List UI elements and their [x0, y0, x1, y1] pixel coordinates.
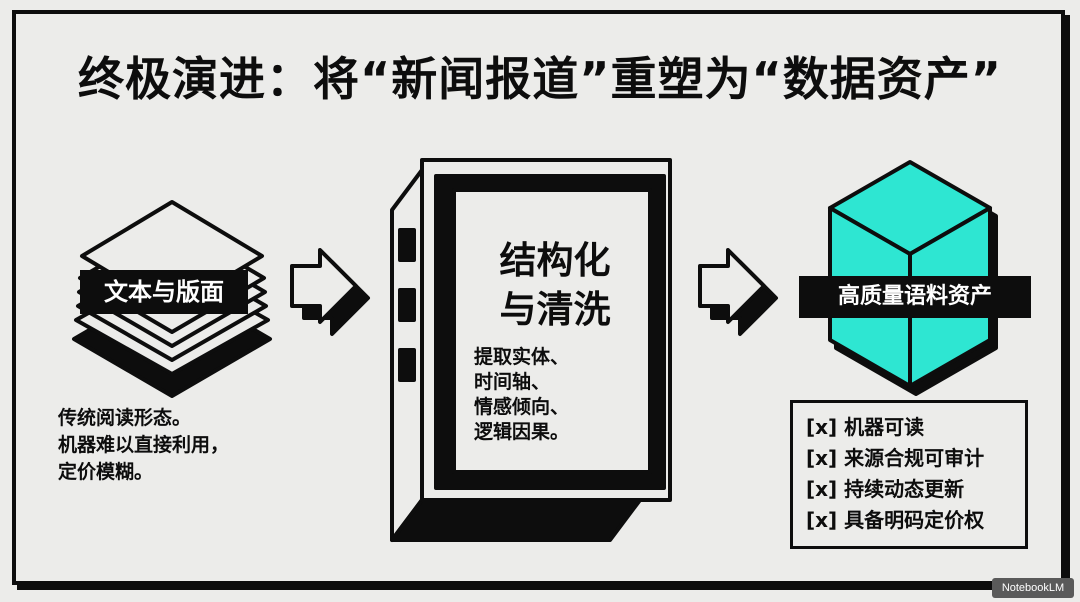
note-line: 定价模糊。 [58, 461, 154, 483]
left-notes: 传统阅读形态。 机器难以直接利用， 定价模糊。 [58, 405, 229, 486]
desc-line: 情感倾向、 [474, 396, 570, 418]
checklist-item: [x] 持续动态更新 [806, 477, 965, 501]
asset-label: 高质量语料资产 [799, 276, 1031, 318]
desc-line: 提取实体、 [474, 346, 570, 368]
watermark-badge: NotebookLM [992, 578, 1074, 598]
process-title-line: 结构化 [499, 239, 611, 282]
process-description: 提取实体、 时间轴、 情感倾向、 逻辑因果。 [474, 345, 569, 445]
process-title-line: 与清洗 [499, 288, 611, 331]
note-line: 机器难以直接利用， [58, 434, 230, 456]
checklist-item: [x] 来源合规可审计 [806, 446, 985, 470]
checklist-item: [x] 具备明码定价权 [806, 508, 985, 532]
process-title: 结构化 与清洗 [470, 236, 640, 334]
desc-line: 逻辑因果。 [474, 421, 570, 443]
page-title: 终极演进：将“新闻报道”重塑为“数据资产” [78, 52, 1002, 106]
note-line: 传统阅读形态。 [58, 407, 192, 429]
asset-checklist: [x] 机器可读 [x] 来源合规可审计 [x] 持续动态更新 [x] 具备明码… [790, 400, 1028, 549]
arrow-right-icon [290, 248, 370, 336]
document-processor-icon [390, 158, 672, 542]
arrow-right-icon [698, 248, 778, 336]
checklist-item: [x] 机器可读 [806, 415, 925, 439]
source-label: 文本与版面 [80, 270, 248, 314]
desc-line: 时间轴、 [474, 371, 551, 393]
outer-frame [12, 10, 1065, 585]
